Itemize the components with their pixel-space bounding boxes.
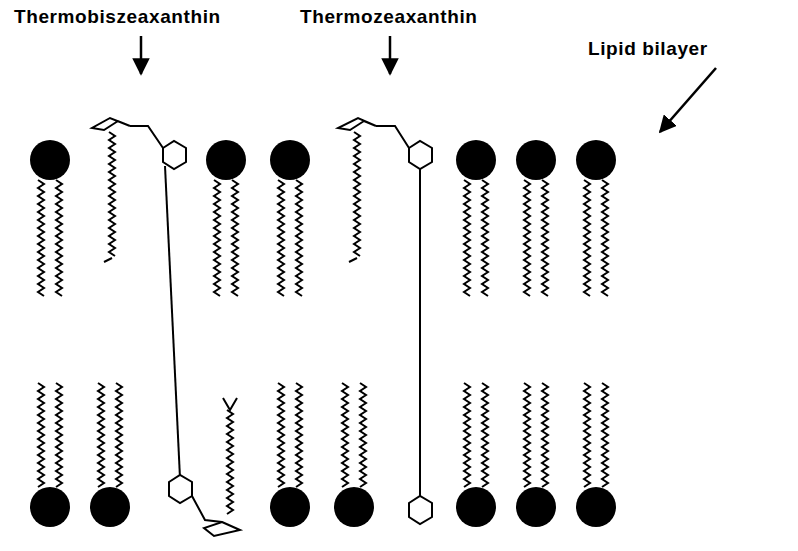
lipid-heads (30, 140, 616, 527)
lipid-tails (38, 180, 608, 487)
leader-arrows (141, 36, 716, 132)
thermozeaxanthin-molecule (338, 118, 432, 524)
acyl-chain (223, 398, 237, 514)
acyl-chain (104, 132, 115, 262)
acyl-chain (349, 132, 360, 262)
part-label: Thermobiszeaxanthin (14, 6, 221, 28)
part-label: Thermozeaxanthin (300, 6, 477, 28)
thermobiszeaxanthin-molecule (92, 118, 240, 536)
part-label: Lipid bilayer (588, 38, 708, 60)
